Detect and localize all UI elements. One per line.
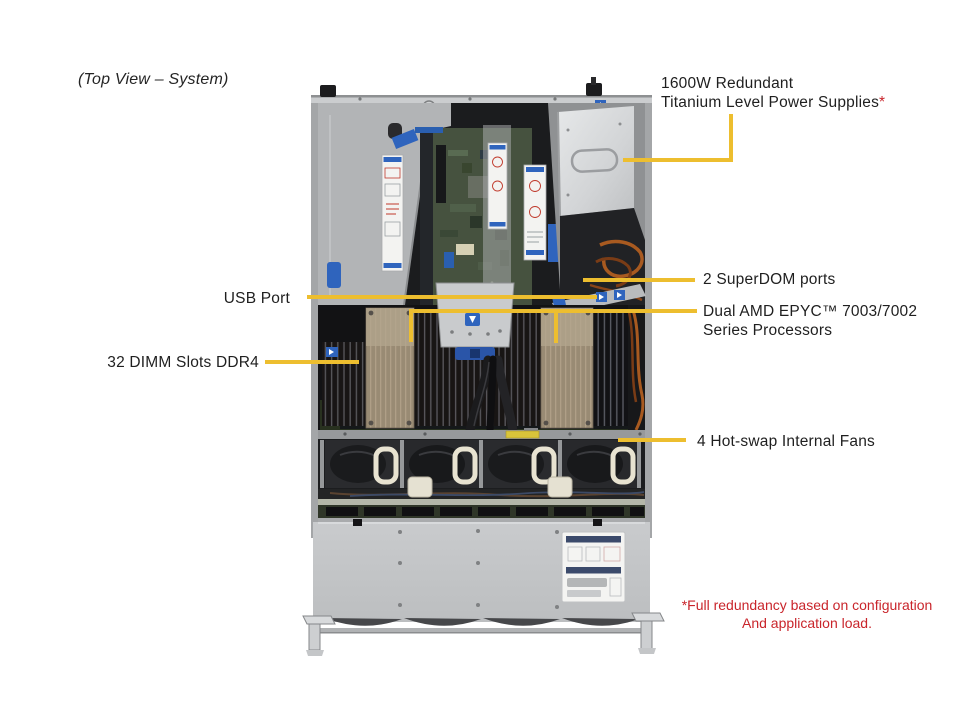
instruction-sticker-right bbox=[523, 164, 547, 261]
label-power-supplies: 1600W Redundant Titanium Level Power Sup… bbox=[661, 74, 885, 112]
cpu-dimm-section bbox=[318, 282, 645, 436]
label-dimm-slots: 32 DIMM Slots DDR4 bbox=[107, 354, 259, 371]
instruction-sticker-left bbox=[381, 154, 404, 272]
fan-3 bbox=[483, 440, 558, 488]
rear-section bbox=[318, 103, 646, 315]
power-supply-bay bbox=[548, 103, 645, 305]
diagram-title: (Top View – System) bbox=[78, 71, 229, 88]
motherboard bbox=[415, 127, 532, 305]
footnote-line2: And application load. bbox=[742, 614, 872, 631]
drive-backplane bbox=[318, 499, 645, 524]
chassis-feet bbox=[302, 612, 665, 656]
instruction-sticker-center bbox=[487, 142, 508, 230]
fan-row bbox=[318, 428, 645, 499]
front-cover bbox=[313, 519, 650, 634]
label-internal-fans: 4 Hot-swap Internal Fans bbox=[697, 433, 875, 450]
footnote-marker: * bbox=[879, 94, 886, 111]
label-power-line1: 1600W Redundant bbox=[661, 75, 794, 92]
label-footnote: *Full redundancy based on configuration … bbox=[667, 597, 947, 632]
label-power-line2: Titanium Level Power Supplies* bbox=[661, 94, 886, 111]
cpu-heatsink-right bbox=[540, 307, 594, 429]
fan-2 bbox=[404, 440, 479, 488]
cpu-heatsink-left bbox=[365, 307, 415, 429]
label-epyc-processors: Dual AMD EPYC™ 7003/7002 Series Processo… bbox=[703, 302, 917, 340]
fan-4 bbox=[562, 440, 637, 488]
spec-label bbox=[561, 531, 626, 603]
label-epyc-line2: Series Processors bbox=[703, 322, 833, 339]
callout-line-epyc bbox=[409, 309, 697, 342]
label-usb-port: USB Port bbox=[223, 290, 290, 307]
callout-line-power bbox=[623, 114, 733, 162]
label-epyc-line1: Dual AMD EPYC™ 7003/7002 bbox=[703, 303, 918, 320]
footnote-line1: *Full redundancy based on configuration bbox=[681, 597, 933, 613]
fan-1 bbox=[325, 440, 400, 488]
callout-lines bbox=[265, 114, 733, 442]
caution-sticker bbox=[505, 430, 540, 439]
label-superdom-ports: 2 SuperDOM ports bbox=[703, 271, 836, 288]
